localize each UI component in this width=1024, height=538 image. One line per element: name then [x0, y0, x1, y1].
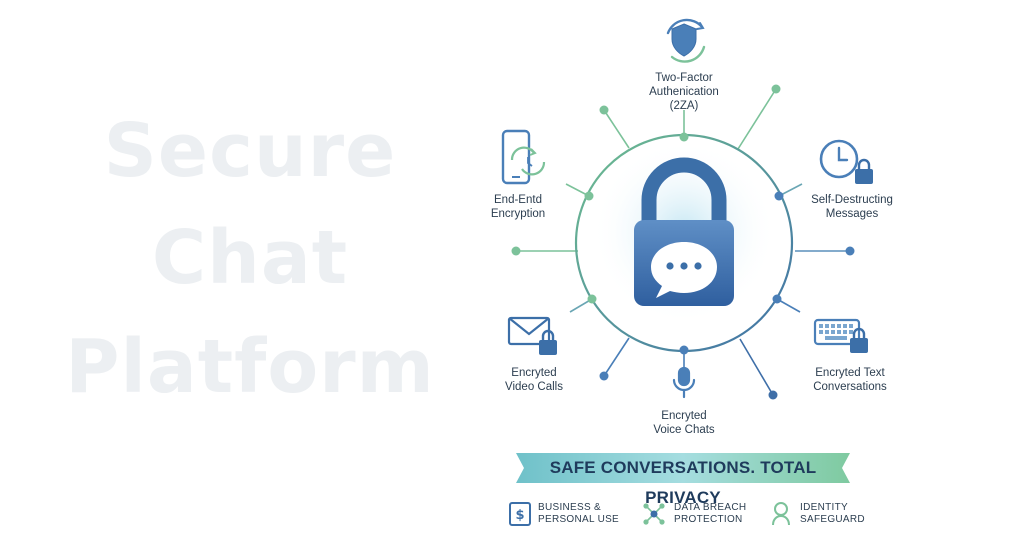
microphone-icon	[672, 366, 696, 399]
title-line-2: Chat	[151, 215, 349, 301]
label-self-destructing: Self-Destructing Messages	[811, 194, 893, 220]
shield-refresh-icon	[666, 18, 706, 63]
label-end-to-end: End-Entd Encryption	[490, 194, 546, 220]
padlock-chat-icon	[634, 157, 734, 306]
label-two-factor: Two-Factor Authenication (2ZA)	[649, 72, 719, 112]
phone-sync-icon	[501, 129, 546, 185]
label-voice-chats: Encryted Voice Chats	[653, 410, 715, 436]
network-nodes-icon	[643, 503, 665, 525]
spoke-dots	[511, 84, 855, 400]
ring-dots	[584, 132, 784, 355]
title-line-3: Platform	[65, 324, 435, 410]
dollar-card-icon: $	[509, 502, 531, 526]
bottom-label-identity: IDENTITY SAFEGUARD	[800, 502, 865, 525]
bottom-label-data-breach: DATA BREACH PROTECTION	[674, 502, 747, 525]
title-line-1: Secure	[103, 108, 397, 194]
tagline-banner: SAFE CONVERSATIONS. TOTAL PRIVACY	[516, 453, 850, 507]
label-video-calls: Encryted Video Calls	[505, 367, 563, 393]
clock-lock-icon	[819, 139, 873, 184]
bottom-label-business: BUSINESS & PERSONAL USE	[538, 502, 620, 525]
keyboard-lock-icon	[813, 318, 868, 353]
label-encrypted-text: Encryted Text Conversations	[813, 367, 887, 393]
envelope-lock-icon	[507, 316, 557, 355]
tagline-text: SAFE CONVERSATIONS. TOTAL PRIVACY	[549, 458, 817, 507]
svg-text:$: $	[515, 508, 524, 523]
identity-pin-icon	[772, 502, 790, 526]
